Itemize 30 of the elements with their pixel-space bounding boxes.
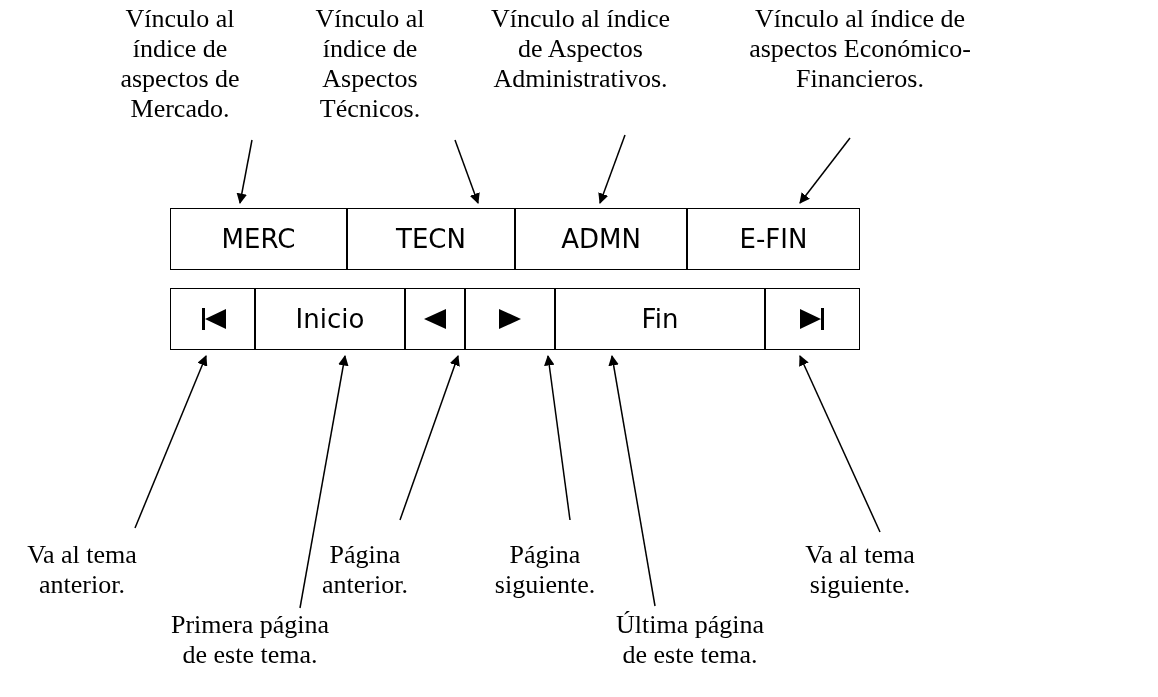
nav-button: ADMN — [515, 208, 687, 270]
callout-text: Vínculo al índice de aspectos de Mercado. — [105, 4, 255, 124]
nav-button — [405, 288, 465, 350]
nav-button — [170, 288, 255, 350]
leader-line — [299, 354, 349, 609]
nav-button: MERC — [170, 208, 347, 270]
callout-text: Vínculo al índice de Aspectos Técnicos. — [300, 4, 440, 124]
leader-line — [134, 355, 208, 529]
nav-button: E-FIN — [687, 208, 860, 270]
callout-text: Primera página de este tema. — [160, 610, 340, 670]
leader-line — [544, 354, 571, 521]
nav-button: Inicio — [255, 288, 405, 350]
leader-line — [598, 134, 626, 204]
leader-line — [799, 137, 851, 204]
leader-line — [799, 355, 881, 533]
leader-line — [454, 139, 480, 204]
callout-text: Página anterior. — [310, 540, 420, 600]
nav-button — [465, 288, 555, 350]
nav-button — [765, 288, 860, 350]
callout-text: Página siguiente. — [485, 540, 605, 600]
callout-text: Última página de este tema. — [605, 610, 775, 670]
callout-text: Va al tema siguiente. — [785, 540, 935, 600]
nav-button: TECN — [347, 208, 515, 270]
callout-text: Va al tema anterior. — [2, 540, 162, 600]
leader-line — [608, 354, 656, 607]
leader-line — [399, 355, 460, 521]
nav-button: Fin — [555, 288, 765, 350]
callout-text: Vínculo al índice de aspectos Económico-Financieros. — [735, 4, 985, 94]
leader-line — [236, 139, 253, 205]
callout-text: Vínculo al índice de Aspectos Administrativos. — [478, 4, 683, 94]
